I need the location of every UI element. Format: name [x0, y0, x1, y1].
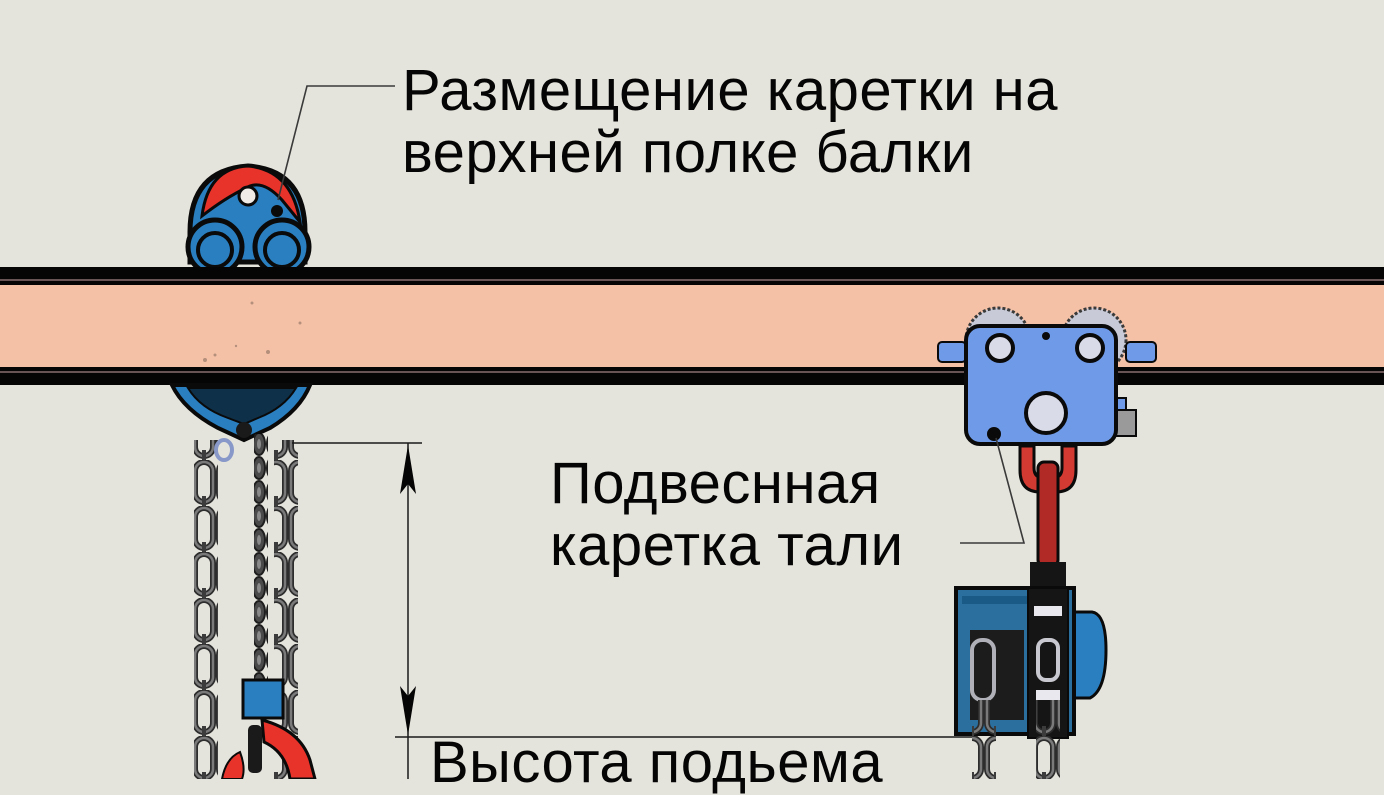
- chain-hoist-icon: [168, 383, 313, 443]
- label-suspended-trolley: Подвеснная каретка тали: [550, 453, 904, 577]
- leader-line-trolley: [960, 437, 1026, 544]
- leader-line-top: [277, 85, 395, 201]
- label-line: Высота подьема: [430, 730, 884, 795]
- suspended-trolley-icon: [937, 306, 1157, 446]
- label-line: Подвеснная: [550, 451, 881, 516]
- label-lift-height: Высота подьема: [430, 732, 883, 794]
- diagram-drawing: [0, 85, 1384, 781]
- arrow-down-icon: [400, 686, 416, 735]
- diagram-canvas: Размещение каретки на верхней полке балк…: [0, 60, 1384, 794]
- shackle-icon: [1018, 444, 1078, 568]
- load-chain-icon: [194, 434, 298, 779]
- lift-height-dimension: [292, 442, 978, 779]
- label-line: каретка тали: [550, 513, 904, 578]
- i-beam: [0, 267, 1384, 385]
- label-line: Размещение каретки на: [402, 58, 1058, 123]
- trolley-on-top-flange-icon: [185, 163, 312, 277]
- arrow-up-icon: [400, 445, 416, 494]
- label-top-flange-trolley: Размещение каретки на верхней полке балк…: [402, 60, 1058, 184]
- label-line: верхней полке балки: [402, 120, 974, 185]
- load-chain-icon: [972, 700, 1060, 779]
- hook-icon: [220, 678, 317, 781]
